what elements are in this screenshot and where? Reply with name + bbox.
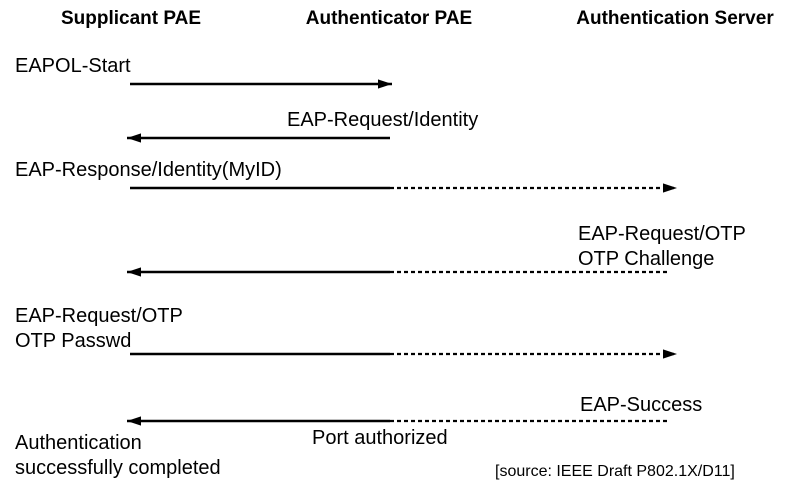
header-supplicant-pae: Supplicant PAE — [60, 8, 202, 29]
message-label-eap-response-identity: EAP-Response/Identity(MyID) — [15, 159, 282, 181]
arrowhead-left — [127, 267, 141, 277]
message-label-eap-success: EAP-Success — [580, 394, 703, 416]
arrow-eap-response-otp-passwd — [130, 349, 677, 359]
arrowhead-left — [127, 416, 141, 426]
message-label-eapol-start: EAPOL-Start — [15, 55, 131, 77]
arrowhead-right — [663, 349, 677, 359]
header-authenticator-pae: Authenticator PAE — [305, 8, 473, 29]
message-label-eap-request-otp-challenge: EAP-Request/OTP OTP Challenge — [578, 223, 746, 270]
arrow-eap-response-identity — [130, 183, 677, 193]
arrow-eapol-start — [130, 79, 392, 89]
header-authentication-server: Authentication Server — [576, 8, 774, 29]
arrowhead-right — [663, 183, 677, 193]
note-authentication-completed: Authentication successfully completed — [15, 432, 221, 479]
arrow-eap-success — [127, 416, 670, 426]
arrow-eap-request-identity — [127, 133, 390, 143]
note-port-authorized: Port authorized — [312, 427, 448, 449]
message-label-eap-request-identity: EAP-Request/Identity — [287, 109, 479, 131]
source-citation: [source: IEEE Draft P802.1X/D11] — [495, 463, 735, 480]
arrow-eap-request-otp — [127, 267, 670, 277]
arrowhead-right — [378, 79, 392, 89]
message-label-eap-request-otp-passwd: EAP-Request/OTP OTP Passwd — [15, 305, 183, 352]
arrowhead-left — [127, 133, 141, 143]
